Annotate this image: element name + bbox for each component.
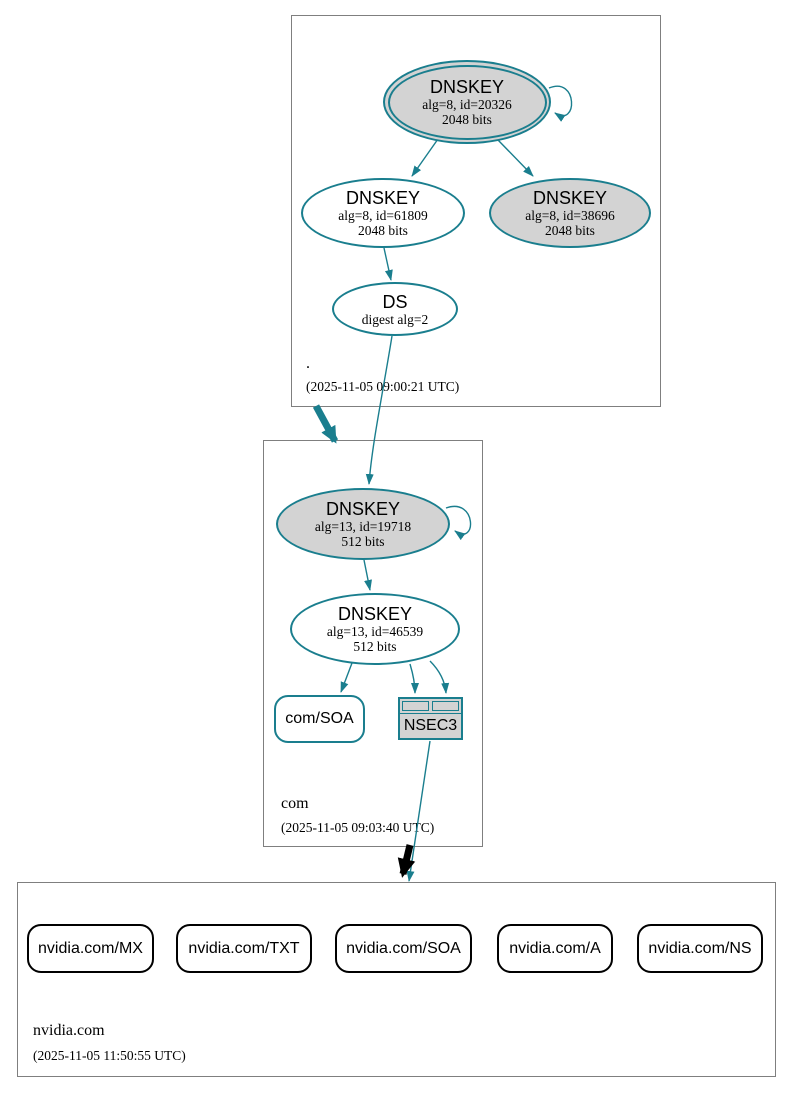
node-ds-root[interactable]: DS digest alg=2: [332, 282, 458, 336]
node-nsec3[interactable]: NSEC3: [398, 697, 463, 740]
node-detail: 512 bits: [353, 639, 397, 654]
node-rrset-nvidia-mx[interactable]: nvidia.com/MX: [27, 924, 154, 973]
node-detail: alg=8, id=38696: [525, 208, 615, 223]
zone-label-com: com: [281, 795, 309, 812]
node-detail: digest alg=2: [361, 311, 429, 327]
zone-label-nvidia: nvidia.com: [33, 1022, 105, 1039]
node-dnskey-root-ksk[interactable]: DNSKEY alg=8, id=20326 2048 bits: [383, 60, 551, 144]
zone-label-root: .: [306, 355, 310, 372]
node-rrset-nvidia-a[interactable]: nvidia.com/A: [497, 924, 613, 973]
nsec3-cell: [402, 701, 429, 711]
zone-timestamp-com: (2025-11-05 09:03:40 UTC): [281, 820, 435, 835]
rrset-label: nvidia.com/A: [509, 939, 601, 957]
nsec3-salt-cells: [400, 699, 461, 711]
node-detail: 2048 bits: [545, 223, 595, 238]
node-title: DNSKEY: [532, 188, 608, 208]
node-detail: alg=8, id=61809: [338, 208, 428, 223]
node-rrset-nvidia-ns[interactable]: nvidia.com/NS: [637, 924, 763, 973]
node-title: DNSKEY: [325, 499, 401, 519]
nsec3-label: NSEC3: [400, 713, 461, 738]
node-title: DNSKEY: [337, 604, 413, 624]
edge-delegation-com-nvidia: [397, 844, 416, 878]
node-dnskey-root-zsk[interactable]: DNSKEY alg=8, id=61809 2048 bits: [301, 178, 465, 248]
rrset-label: nvidia.com/NS: [648, 939, 752, 957]
node-dnskey-root-standby[interactable]: DNSKEY alg=8, id=38696 2048 bits: [489, 178, 651, 248]
node-detail: alg=8, id=20326: [422, 97, 512, 112]
rrset-label: nvidia.com/SOA: [346, 939, 461, 957]
zone-timestamp-root: (2025-11-05 09:00:21 UTC): [306, 379, 460, 394]
zone-box-root: [291, 15, 661, 407]
node-dnskey-com-ksk[interactable]: DNSKEY alg=13, id=19718 512 bits: [276, 488, 450, 560]
node-title: DNSKEY: [429, 77, 505, 97]
node-dnskey-com-zsk[interactable]: DNSKEY alg=13, id=46539 512 bits: [290, 593, 460, 665]
node-detail: 512 bits: [341, 534, 385, 549]
node-detail: 2048 bits: [358, 223, 408, 238]
node-detail: 2048 bits: [442, 112, 492, 127]
rrset-label: nvidia.com/TXT: [188, 939, 300, 957]
rrset-label: com/SOA: [285, 710, 354, 727]
node-title: DS: [382, 291, 408, 312]
zone-box-nvidia: [17, 882, 776, 1077]
node-detail: alg=13, id=46539: [326, 624, 424, 639]
zone-timestamp-nvidia: (2025-11-05 11:50:55 UTC): [33, 1048, 186, 1063]
node-rrset-com-soa[interactable]: com/SOA: [274, 695, 365, 743]
nsec3-cell: [432, 701, 459, 711]
node-detail: alg=13, id=19718: [314, 519, 412, 534]
node-rrset-nvidia-soa[interactable]: nvidia.com/SOA: [335, 924, 472, 973]
rrset-label: nvidia.com/MX: [38, 939, 143, 957]
node-rrset-nvidia-txt[interactable]: nvidia.com/TXT: [176, 924, 312, 973]
node-title: DNSKEY: [345, 188, 421, 208]
edge-delegation-root-com: [312, 404, 339, 444]
